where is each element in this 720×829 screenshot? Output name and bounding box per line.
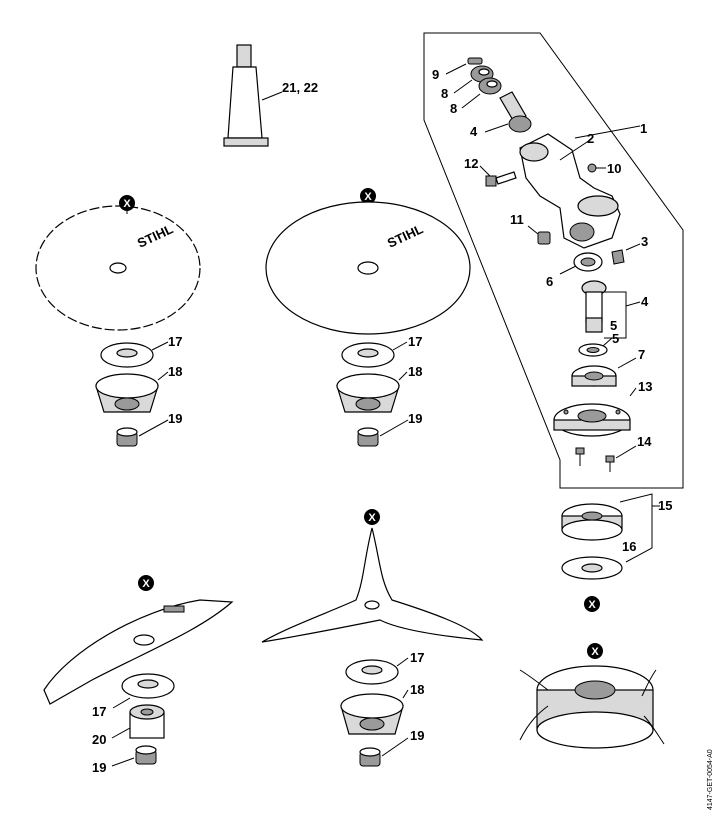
part-13-cover bbox=[553, 387, 637, 437]
label-13: 13 bbox=[638, 379, 652, 394]
part-17-thrust-washer-lower-middle bbox=[345, 657, 409, 685]
part-12-clamp-screw bbox=[479, 165, 517, 187]
reference-code: 4147-GET-0054-A0 bbox=[707, 749, 714, 810]
three-tooth-blade bbox=[261, 527, 484, 643]
label-7: 7 bbox=[638, 347, 645, 362]
part-19-nut-lower-left bbox=[111, 745, 157, 767]
label-17d: 17 bbox=[410, 650, 424, 665]
part-8-nut-lower bbox=[461, 77, 502, 109]
svg-text:X: X bbox=[142, 578, 150, 590]
part-19-nut-lower-middle bbox=[359, 737, 409, 767]
label-5b: 5 bbox=[612, 331, 619, 346]
brush-knife bbox=[43, 599, 234, 705]
part-20-sleeve bbox=[111, 704, 165, 739]
label-18c: 18 bbox=[410, 682, 424, 697]
label-3: 3 bbox=[641, 234, 648, 249]
part-19-nut-middle bbox=[357, 419, 409, 447]
svg-text:X: X bbox=[123, 198, 131, 210]
part-17-thrust-washer-lower-left bbox=[112, 673, 175, 709]
label-16: 16 bbox=[622, 539, 636, 554]
label-11: 11 bbox=[510, 212, 524, 227]
part-9-screw bbox=[445, 57, 483, 75]
label-15: 15 bbox=[658, 498, 672, 513]
label-14: 14 bbox=[637, 434, 652, 449]
part-15-thrust-plate bbox=[561, 493, 660, 563]
part-2-gear-housing bbox=[519, 125, 641, 249]
x-marker-icon: X bbox=[119, 195, 135, 211]
label-4a: 4 bbox=[470, 124, 478, 139]
part-4-spindle-gear bbox=[581, 280, 641, 339]
svg-text:X: X bbox=[364, 191, 372, 203]
label-19c: 19 bbox=[92, 760, 106, 775]
label-8a: 8 bbox=[441, 86, 448, 101]
part-16-disc bbox=[561, 556, 623, 580]
grass-cutting-blade: STIHL bbox=[265, 201, 471, 335]
part-6-bearing bbox=[559, 252, 603, 275]
svg-text:X: X bbox=[588, 599, 596, 611]
label-12: 12 bbox=[464, 156, 478, 171]
svg-text:X: X bbox=[591, 646, 599, 658]
part-7-bearing bbox=[571, 357, 637, 387]
label-17c: 17 bbox=[92, 704, 106, 719]
label-6: 6 bbox=[546, 274, 553, 289]
part-18-mowing-cup-lower-middle bbox=[340, 689, 409, 735]
x-marker-icon: X bbox=[584, 596, 600, 612]
part-4-bevel-gear-upper bbox=[484, 91, 532, 133]
grease-tube bbox=[223, 44, 283, 147]
circular-saw-blade: STIHL bbox=[35, 205, 201, 331]
trimmer-head bbox=[519, 665, 665, 749]
part-17-thrust-washer-middle bbox=[341, 341, 408, 368]
svg-text:X: X bbox=[368, 512, 376, 524]
part-19-nut-left bbox=[116, 419, 169, 447]
label-2: 2 bbox=[587, 131, 594, 146]
part-18-mowing-cup-middle bbox=[336, 371, 408, 413]
label-19a: 19 bbox=[168, 411, 182, 426]
part-14-screws bbox=[575, 445, 637, 472]
label-4b: 4 bbox=[641, 294, 649, 309]
label-17a: 17 bbox=[168, 334, 182, 349]
part-5-washer bbox=[578, 337, 613, 357]
x-marker-icon: X bbox=[360, 188, 376, 204]
x-marker-icon: X bbox=[587, 643, 603, 659]
part-18-mowing-cup-left bbox=[95, 371, 169, 413]
label-20: 20 bbox=[92, 732, 106, 747]
label-21-22: 21, 22 bbox=[282, 80, 318, 95]
label-9: 9 bbox=[432, 67, 439, 82]
label-1: 1 bbox=[640, 121, 647, 136]
x-marker-icon: X bbox=[138, 575, 154, 591]
label-19d: 19 bbox=[410, 728, 424, 743]
part-17-thrust-washer-left bbox=[100, 341, 169, 368]
x-marker-icon: X bbox=[364, 509, 380, 525]
gear-head-group-outline bbox=[423, 32, 684, 489]
label-10: 10 bbox=[607, 161, 621, 176]
label-18b: 18 bbox=[408, 364, 422, 379]
label-8b: 8 bbox=[450, 101, 457, 116]
label-5a: 5 bbox=[610, 318, 617, 333]
label-19b: 19 bbox=[408, 411, 422, 426]
part-10-screw bbox=[587, 163, 606, 173]
label-18a: 18 bbox=[168, 364, 182, 379]
label-17b: 17 bbox=[408, 334, 422, 349]
part-3-key bbox=[611, 243, 641, 265]
part-11-screw bbox=[527, 225, 551, 245]
